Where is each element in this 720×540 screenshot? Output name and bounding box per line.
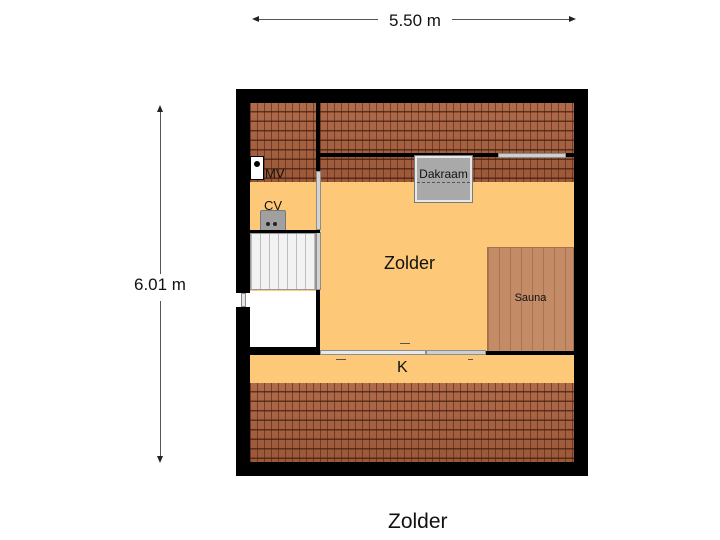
sauna-room: Sauna xyxy=(487,247,574,352)
stairwell-wall-top xyxy=(250,230,320,233)
knee-storage-label: K xyxy=(397,359,408,376)
ventilation-dot-icon xyxy=(254,161,260,167)
arrow-right-icon xyxy=(569,16,576,22)
width-dimension-line-right xyxy=(452,19,570,20)
ventilation-unit xyxy=(250,156,264,180)
height-dimension-line-bottom xyxy=(160,301,161,457)
ventilation-label: MV xyxy=(265,166,285,181)
stairwell-wall-bottom xyxy=(250,347,320,351)
kneewall-sliding-door-2 xyxy=(426,350,486,355)
boiler-label: CV xyxy=(264,198,283,213)
roof-tiles-bottom xyxy=(250,383,574,462)
width-dimension-label: 5.50 m xyxy=(389,11,441,30)
stairwell-wall-right xyxy=(316,290,320,350)
staircase xyxy=(250,233,316,290)
roof-tiles-top xyxy=(250,103,574,182)
arrow-down-icon xyxy=(157,456,163,463)
boiler-unit xyxy=(260,210,286,232)
boiler-dot-icon xyxy=(266,222,270,226)
inner-wall-vertical-top xyxy=(316,103,320,171)
kneewall-top xyxy=(316,153,574,157)
floor-title: Zolder xyxy=(388,510,448,533)
skylight: Dakraam xyxy=(414,155,473,203)
partition-door-upper xyxy=(316,171,321,230)
arrow-up-icon xyxy=(157,105,163,112)
boiler-dot-icon xyxy=(273,222,277,226)
arrow-left-icon xyxy=(252,16,259,22)
left-window-frame xyxy=(241,293,246,307)
kneewall-sliding-door-1 xyxy=(320,350,426,355)
main-room-label: Zolder xyxy=(384,253,436,273)
height-dimension-line-top xyxy=(160,109,161,274)
partition-door-lower xyxy=(316,232,321,290)
floorplan-outer-walls: MV CV Dakraam Sauna Zolder K xyxy=(236,89,588,476)
width-dimension: 5.50 m xyxy=(252,11,576,30)
height-dimension-label: 6.01 m xyxy=(134,275,186,294)
slide-arrow-left-icon xyxy=(400,343,410,344)
sauna-label: Sauna xyxy=(514,292,547,304)
stairwell-void xyxy=(250,291,316,347)
kneewall-hatch-top xyxy=(498,153,566,158)
slide-arrow-right-icon xyxy=(336,359,346,360)
slide-arrow-left-icon xyxy=(468,359,473,360)
skylight-dashed-line xyxy=(417,182,470,183)
left-wall-window xyxy=(236,293,250,307)
width-dimension-line-left xyxy=(256,19,378,20)
height-dimension: 6.01 m xyxy=(134,105,200,463)
skylight-label: Dakraam xyxy=(419,167,468,181)
